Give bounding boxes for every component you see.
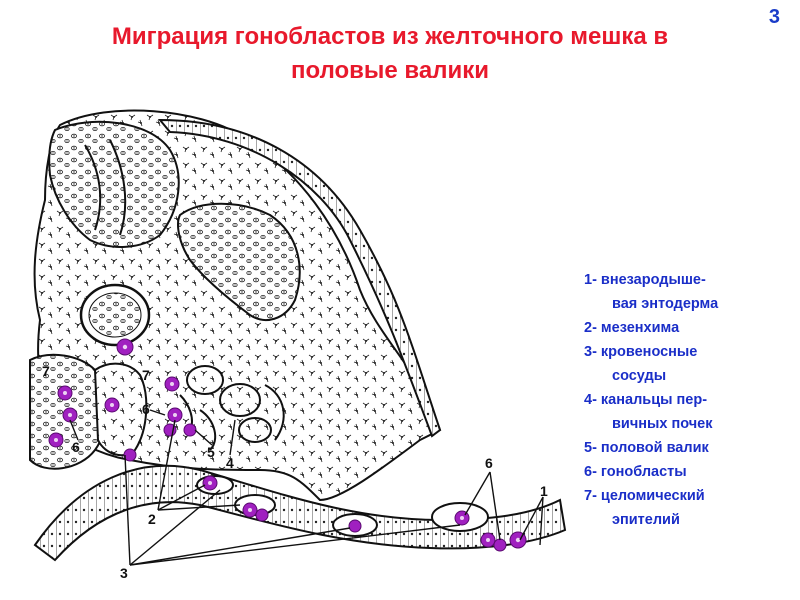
legend-item: 5- половой валик — [584, 440, 709, 456]
gonoblast-cell — [183, 423, 197, 437]
gonoblast-cell — [348, 519, 362, 533]
legend-item: 3- кровеносные сосуды — [584, 344, 698, 384]
embryo-section-illustration: 1 2 3 4 5 6 6 6 7 7 — [29, 109, 567, 581]
title-line-2: половые валики — [291, 57, 489, 84]
legend-item: 2- мезенхима — [584, 320, 680, 336]
genital-ridge — [93, 362, 148, 457]
gonoblast-cell — [493, 538, 507, 552]
leader-lines — [69, 409, 544, 566]
slide-number: 3 — [768, 6, 780, 28]
gonoblast-cell — [123, 448, 137, 462]
figure-label-1: 1 — [540, 483, 548, 499]
figure-label-5: 5 — [207, 444, 215, 460]
figure-label-6a: 6 — [72, 439, 80, 455]
somite — [177, 202, 301, 321]
figure-label-2: 2 — [148, 511, 156, 527]
figure-label-6b: 6 — [142, 401, 150, 417]
slide-title: Миграция гонобластов из желточного мешка… — [20, 20, 760, 88]
title-line-1: Миграция гонобластов из желточного мешка… — [111, 23, 669, 50]
kidney-tubules — [179, 365, 285, 451]
figure-label-7a: 7 — [42, 363, 50, 379]
yolk-sac-endoderm — [33, 464, 567, 562]
figure-label-3: 3 — [120, 565, 128, 581]
figure-label-6c: 6 — [485, 455, 493, 471]
amniotic-fold — [157, 118, 442, 438]
legend-item: 7- целомический эпителий — [584, 488, 705, 528]
gonoblast-cell — [255, 508, 269, 522]
legend-item: 4- канальцы пер- вичных почек — [584, 392, 713, 432]
neural-tube — [48, 120, 180, 248]
figure-label-4: 4 — [226, 455, 234, 471]
legend-item: 1- внезародыше- вая энтодерма — [584, 272, 719, 312]
legend: 1- внезародыше- вая энтодерма 2- мезенхи… — [584, 268, 794, 532]
legend-item: 6- гонобласты — [584, 464, 687, 480]
figure-label-7b: 7 — [142, 367, 150, 383]
